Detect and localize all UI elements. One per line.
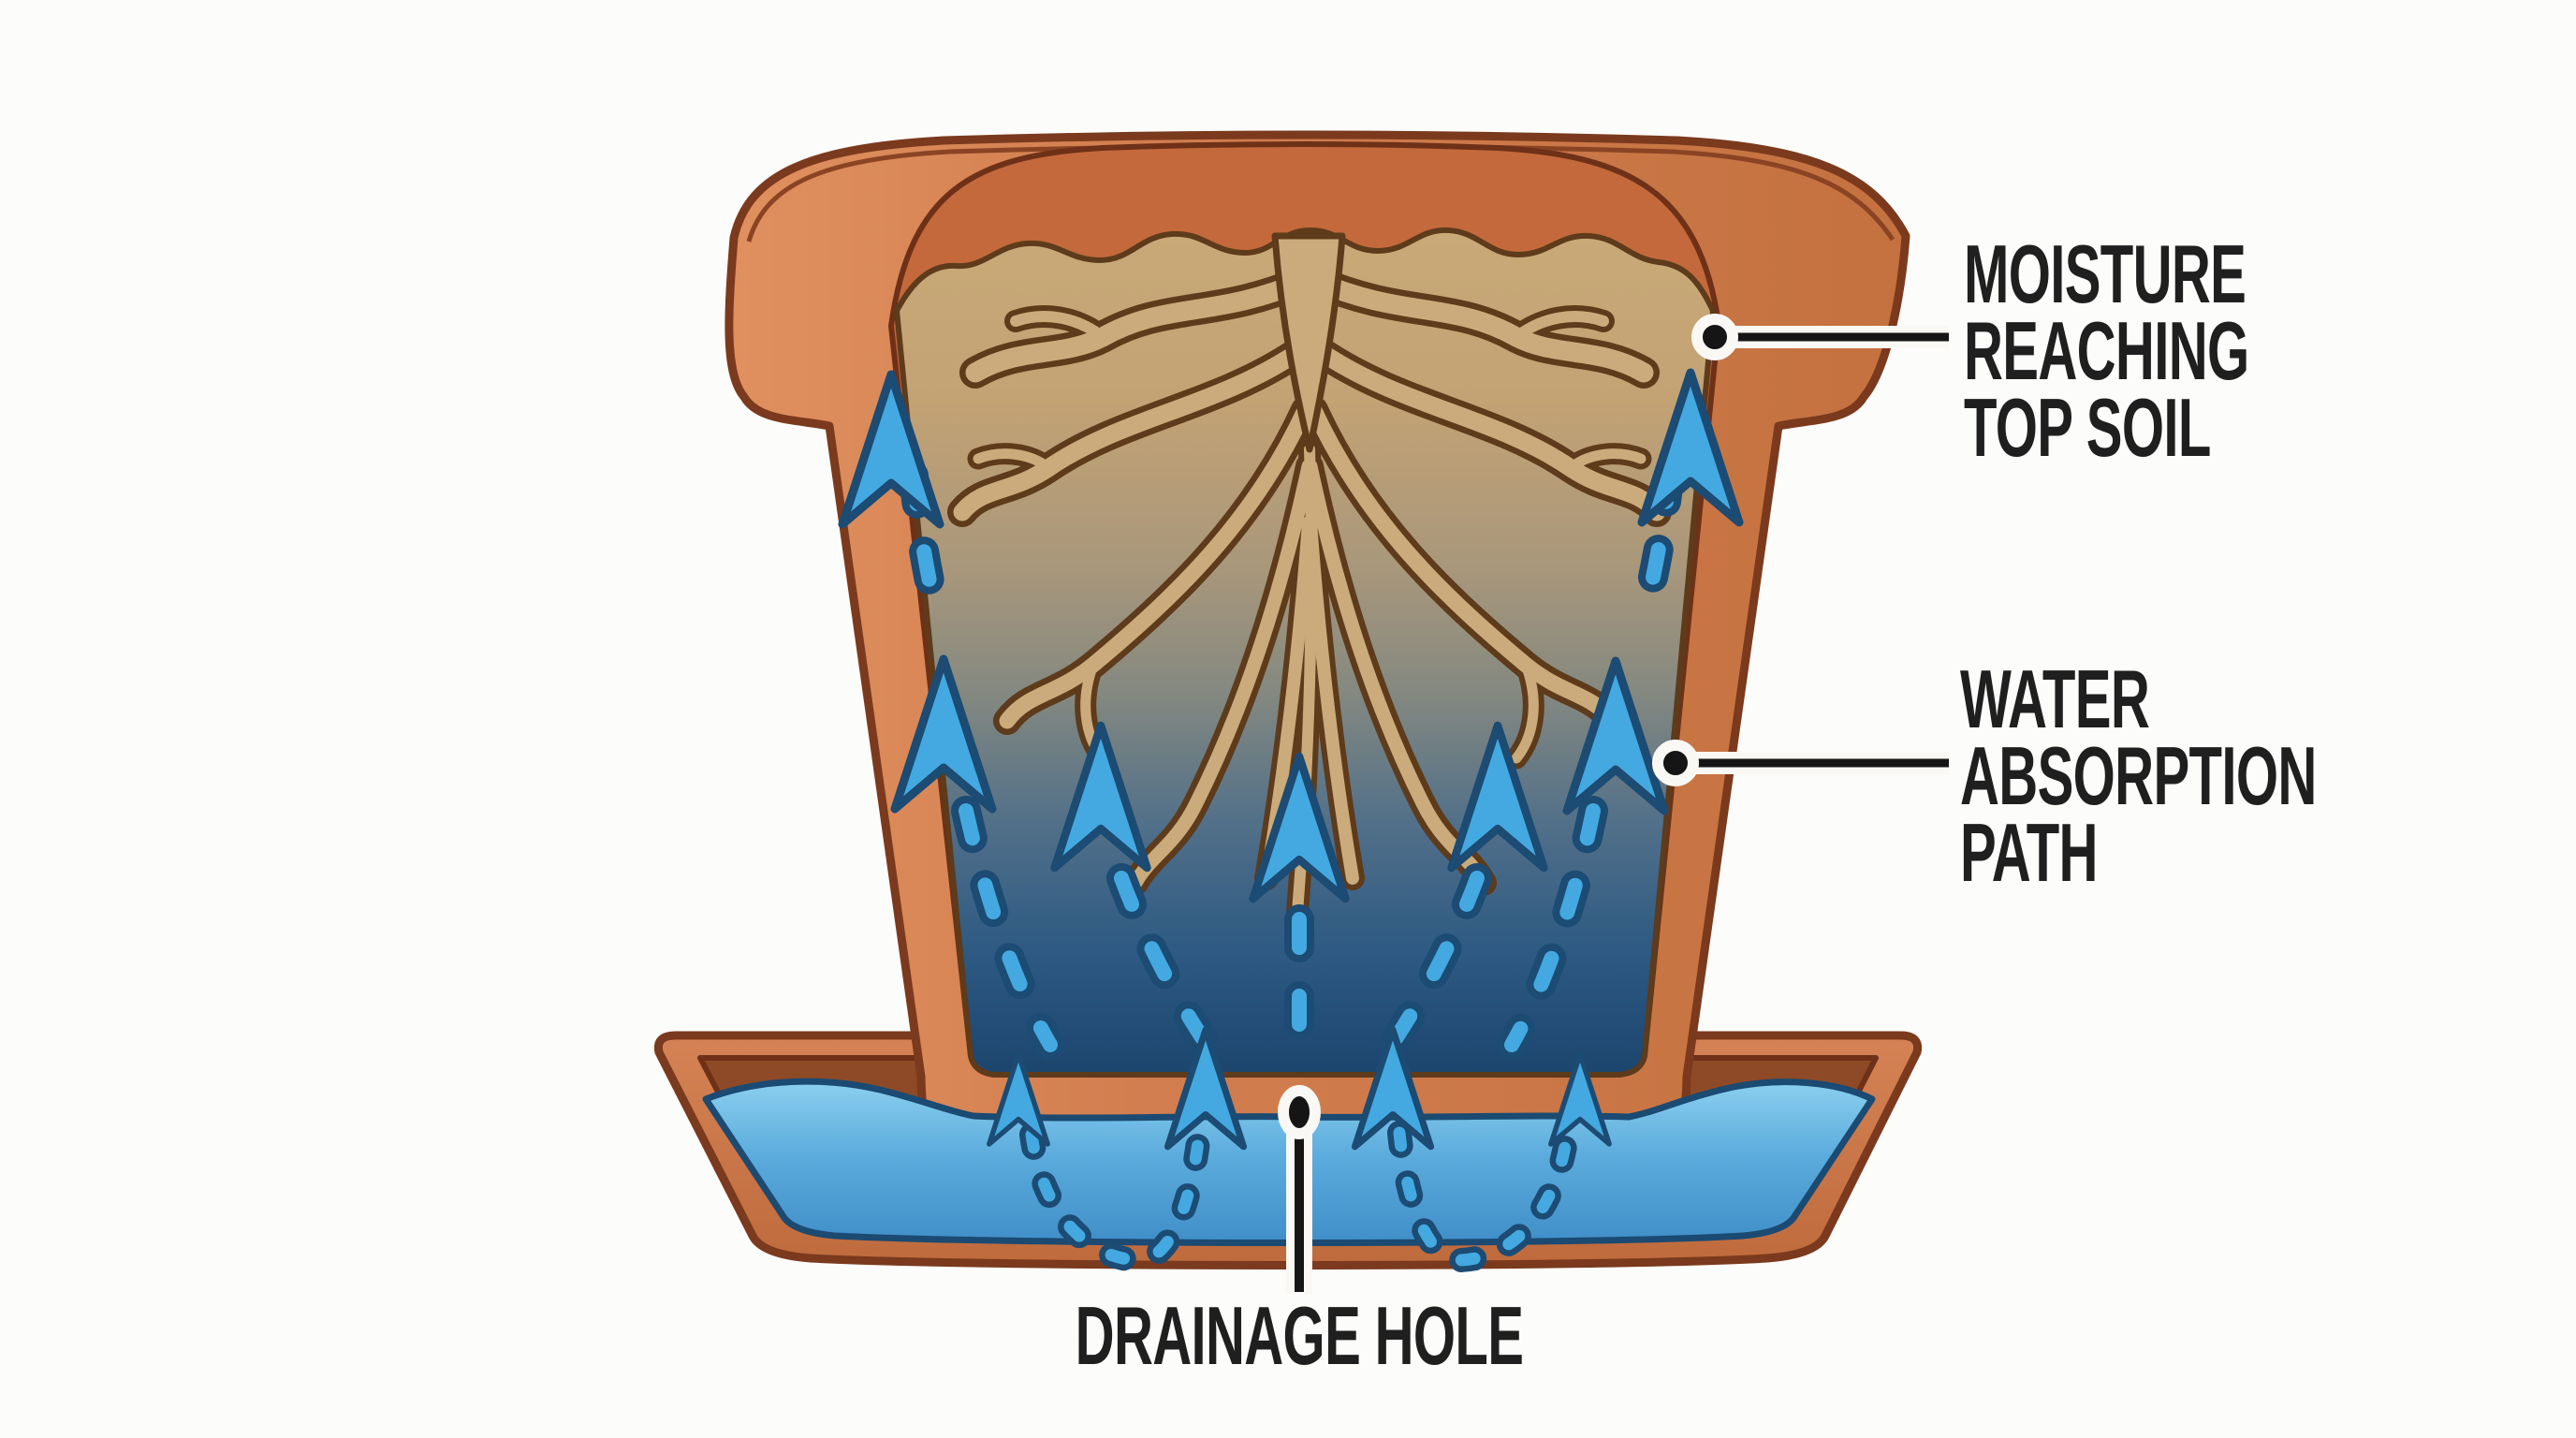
- label-text: TOP SOIL: [1964, 381, 2211, 474]
- label-drainage-hole: DRAINAGE HOLE: [959, 1289, 1638, 1382]
- drainage-leader: [1278, 1085, 1321, 1294]
- root-trunk: [1271, 232, 1346, 453]
- root-system: [962, 232, 1657, 913]
- label-text: ABSORPTION: [1960, 729, 2317, 822]
- label-line: PATH: [1960, 806, 2500, 899]
- label-line: ABSORPTION: [1960, 729, 2500, 822]
- label-line: MOISTURE: [1964, 227, 2395, 320]
- leader-dot: [1691, 314, 1738, 360]
- label-moisture-reaching-top-soil: MOISTURE REACHING TOP SOIL: [1964, 227, 2395, 474]
- drainage-hole: [1278, 1085, 1321, 1139]
- label-line: TOP SOIL: [1964, 381, 2395, 474]
- label-line: REACHING: [1964, 304, 2395, 397]
- label-water-absorption-path: WATER ABSORPTION PATH: [1960, 653, 2500, 899]
- label-line: WATER: [1960, 653, 2500, 745]
- moisture-leader: [1691, 314, 1949, 360]
- leader-dot: [1652, 740, 1699, 786]
- label-text: PATH: [1960, 806, 2099, 899]
- label-text: WATER: [1960, 653, 2150, 745]
- label-text: MOISTURE: [1964, 227, 2247, 320]
- absorption-leader: [1652, 740, 1949, 786]
- label-text: REACHING: [1964, 304, 2249, 397]
- label-text: DRAINAGE HOLE: [1075, 1289, 1524, 1382]
- label-line: DRAINAGE HOLE: [959, 1289, 1638, 1382]
